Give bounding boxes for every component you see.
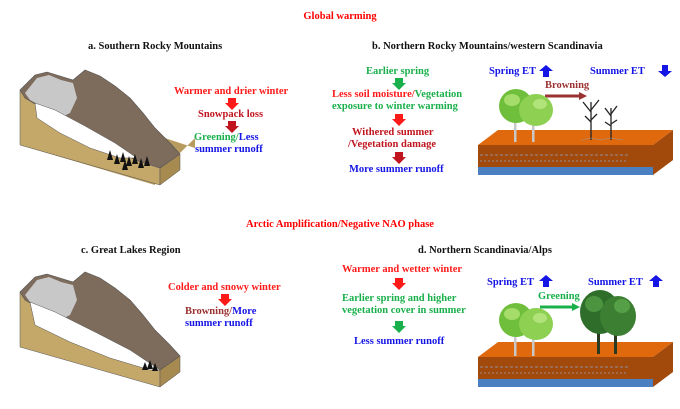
mountain-illustration-a (19, 69, 195, 186)
green-trees-d-left (499, 303, 553, 356)
arrow-down-icon (218, 294, 232, 306)
panel-d-greening-label: Greening (538, 291, 580, 302)
panel-b-step-4: More summer runoff (349, 164, 444, 175)
arrow-up-icon (649, 275, 663, 287)
panel-b-step-2-line-2: exposure to winter warming (332, 101, 458, 112)
panel-d-step-1: Warmer and wetter winter (342, 264, 463, 275)
mountain-illustration-c (19, 271, 181, 388)
green-trees-b (499, 89, 553, 142)
arrow-down-icon (392, 78, 406, 90)
panel-b-step-2: Less soil moisture/Vegetation (332, 89, 462, 101)
panel-c-step-1: Colder and snowy winter (168, 282, 281, 293)
step-2-soil-moisture: Less soil moisture/ (332, 89, 415, 100)
panel-b-step-1: Earlier spring (366, 66, 430, 77)
panel-d-step-3: Less summer runoff (354, 336, 445, 347)
panel-a-outcome: Greening/Less (194, 132, 259, 144)
panel-b-step-3: Withered summer (352, 127, 434, 138)
step-2-vegetation: Vegetation (414, 89, 463, 100)
arrow-down-icon (658, 65, 672, 77)
arrow-right-icon (540, 303, 580, 311)
panel-b-browning-label: Browning (545, 80, 590, 91)
outcome-greening: Greening/ (194, 132, 239, 143)
panel-c-outcome-line-2: summer runoff (185, 318, 253, 329)
soil-block-d (478, 342, 673, 387)
header-arctic-amplification: Arctic Amplification/Negative NAO phase (246, 219, 434, 230)
panel-d-step-2: Earlier spring and higher (342, 293, 457, 304)
arrow-down-icon (392, 114, 406, 126)
panel-b-summer-et: Summer ET (590, 66, 645, 77)
outcome-less: Less (238, 132, 259, 143)
panel-d-summer-et: Summer ET (588, 277, 643, 288)
panel-c-title: c. Great Lakes Region (81, 245, 181, 256)
arrow-down-icon (392, 321, 406, 333)
panel-d-step-2-line-2: vegetation cover in summer (342, 305, 466, 316)
arrow-down-icon (225, 98, 239, 110)
panel-a-title: a. Southern Rocky Mountains (88, 41, 223, 52)
dead-trees-b (580, 99, 624, 141)
outcome-more: More (232, 306, 257, 317)
arrow-down-icon (392, 278, 406, 290)
panel-d-spring-et: Spring ET (487, 277, 534, 288)
outcome-browning: Browning/ (185, 306, 233, 317)
panel-d-title: d. Northern Scandinavia/Alps (418, 245, 552, 256)
panel-a-outcome-line-2: summer runoff (195, 144, 263, 155)
header-global-warming: Global warming (303, 11, 377, 22)
arrow-down-icon (225, 121, 239, 133)
panel-b-title: b. Northern Rocky Mountains/western Scan… (372, 41, 603, 52)
arrow-up-icon (539, 65, 553, 77)
arrow-down-icon (392, 152, 406, 164)
panel-c-outcome: Browning/More (185, 306, 256, 318)
panel-b-step-3-line-2: /Vegetation damage (348, 139, 436, 150)
panel-a-step-1: Warmer and drier winter (174, 86, 289, 97)
panel-b-spring-et: Spring ET (489, 66, 536, 77)
green-trees-d-right (580, 290, 636, 354)
arrow-up-icon (539, 275, 553, 287)
panel-a-step-2: Snowpack loss (198, 109, 264, 120)
soil-block-b (478, 130, 673, 175)
arrow-right-icon (545, 92, 587, 100)
